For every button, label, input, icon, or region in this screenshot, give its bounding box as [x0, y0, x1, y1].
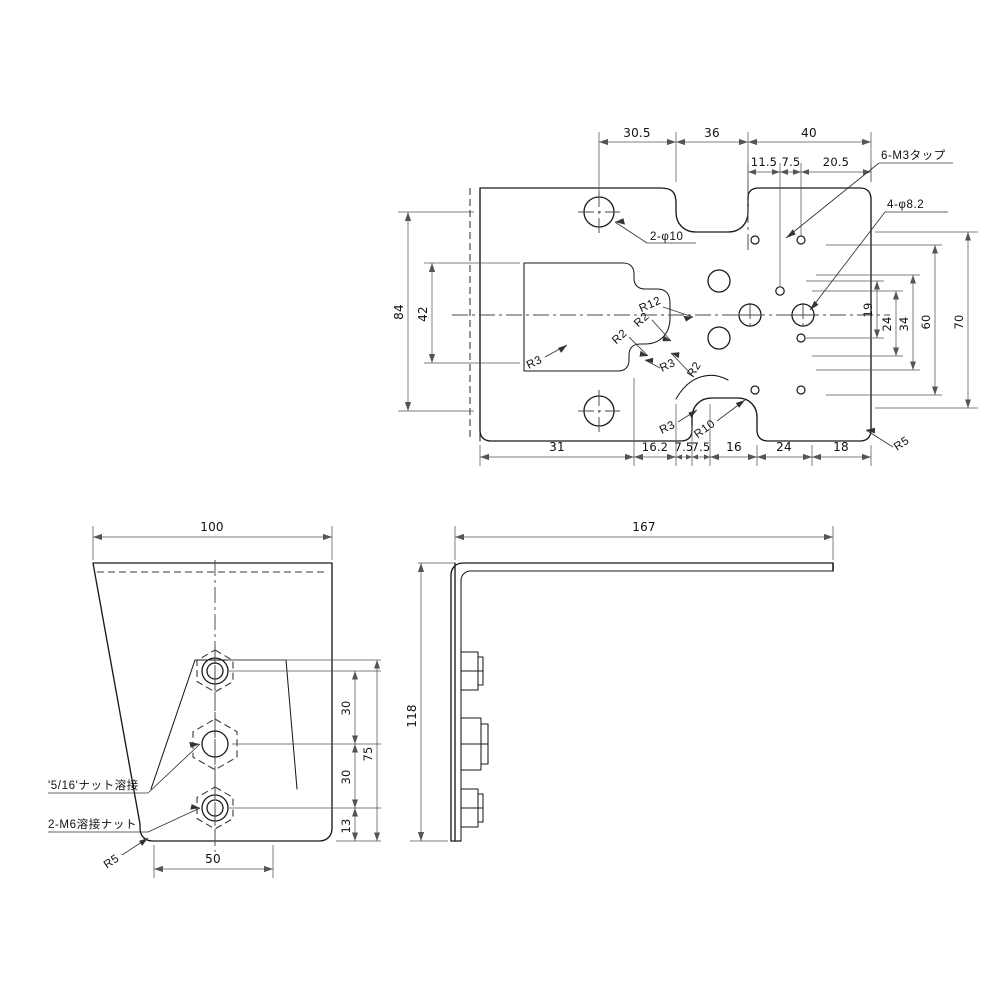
side-bracket-profile	[450, 562, 834, 842]
dim-text-24-bottom: 24	[776, 440, 792, 454]
callout-text-m6-nut: 2-M6溶接ナット	[48, 817, 137, 831]
dim-text-18: 18	[833, 440, 849, 454]
radius-text-r3-c: R3	[658, 419, 678, 437]
dim-text-70: 70	[952, 314, 966, 329]
front-weld-nut-5-16-middle	[192, 712, 238, 776]
side-section-view: 167 118	[405, 520, 834, 842]
side-dim-118: 118	[405, 563, 448, 842]
dim-text-118: 118	[405, 704, 419, 728]
dim-text-36: 36	[704, 126, 720, 140]
plan-radius-r10: R10	[692, 399, 746, 441]
front-dim-100: 100	[92, 520, 333, 560]
plan-dim-right-34: 34	[816, 274, 920, 371]
side-weld-nut-m6-upper	[460, 651, 484, 691]
callout-text-m3-tap: 6-M3タップ	[881, 149, 946, 162]
dim-text-13: 13	[339, 818, 353, 833]
front-callout-5-16-nut: '5/16'ナット溶接	[48, 741, 201, 794]
plan-dim-right-60: 60	[826, 244, 942, 396]
plan-dim-right-70: 70	[875, 231, 978, 409]
side-dim-167: 167	[454, 520, 834, 560]
plan-radius-r3-left: R3	[525, 344, 568, 372]
dim-text-20p5: 20.5	[823, 155, 849, 169]
dim-text-30-upper: 30	[339, 700, 353, 715]
dim-text-7p5-a: 7.5	[675, 440, 694, 454]
dim-text-100: 100	[200, 520, 224, 534]
callout-phi10: 2-φ10	[614, 218, 696, 244]
dim-text-34: 34	[897, 316, 911, 331]
plan-plate-outline	[479, 187, 872, 442]
top-plan-view: 30.5 36 40 11.5 7.5 20.5	[392, 126, 978, 466]
plan-radius-r3-mid: R3	[644, 357, 678, 375]
callout-phi8p2: 4-φ8.2	[809, 199, 948, 311]
front-dim-stack: 30 30 13 75	[228, 659, 381, 842]
radius-text-r5-plan: R5	[892, 435, 912, 454]
dim-text-60: 60	[919, 314, 933, 329]
radius-text-r10: R10	[692, 418, 718, 441]
front-dim-50: 50	[153, 845, 274, 878]
plan-dim-left-42: 42	[416, 262, 520, 364]
dim-text-30p5: 30.5	[623, 126, 651, 140]
dim-text-167: 167	[632, 520, 656, 534]
plan-radius-r3-bottom: R3	[658, 409, 698, 437]
radius-text-r2-a: R2	[632, 310, 652, 330]
side-weld-nut-m6-lower	[460, 788, 484, 828]
dim-text-50: 50	[205, 852, 221, 866]
plan-bend-lines	[469, 187, 481, 442]
plan-inner-contour	[523, 262, 671, 372]
dim-text-16: 16	[726, 440, 742, 454]
plan-radius-r5: R5	[865, 427, 912, 454]
side-weld-nut-5-16-middle	[460, 717, 489, 771]
plan-dim-right-19: 19	[806, 280, 884, 339]
callout-text-5-16-nut: '5/16'ナット溶接	[48, 778, 139, 792]
plan-dim-right-24: 24	[812, 290, 903, 357]
plan-bottom-relief	[675, 374, 758, 419]
dim-text-7p5-top: 7.5	[782, 155, 801, 169]
dim-text-84: 84	[392, 304, 406, 320]
plan-center-lines	[452, 180, 890, 316]
plan-hole-phi8p2-group	[707, 269, 815, 350]
dim-text-30-lower: 30	[339, 769, 353, 784]
dim-text-19: 19	[861, 302, 875, 317]
plan-hole-phi10-lower	[578, 390, 620, 432]
plan-dim-top-chain: 30.5 36 40	[598, 126, 872, 205]
radius-text-r3-a: R3	[525, 354, 545, 372]
front-elevation-view: 100 30 30 13 75	[48, 520, 381, 878]
dim-text-7p5-b: 7.5	[692, 440, 711, 454]
dim-text-11p5: 11.5	[751, 155, 777, 169]
front-radius-r5: R5	[102, 837, 149, 872]
plan-tap-m3-group	[750, 235, 806, 395]
plan-dim-top-subchain: 11.5 7.5 20.5	[747, 155, 872, 286]
dim-text-24-plan: 24	[880, 316, 894, 331]
radius-text-r2-b: R2	[610, 327, 630, 347]
plan-dim-bottom-chain: 31 16.2 7.5 7.5 16 24 18	[479, 378, 872, 466]
callout-m3-tap: 6-M3タップ	[785, 149, 953, 239]
radius-text-r3-b: R3	[658, 357, 678, 375]
callout-text-phi8p2: 4-φ8.2	[887, 199, 924, 211]
plan-dim-left-84: 84	[392, 211, 474, 412]
front-callout-m6-nut: 2-M6溶接ナット	[48, 804, 201, 833]
dim-text-16p2: 16.2	[642, 440, 668, 454]
dim-text-75: 75	[361, 746, 375, 761]
callout-text-phi10: 2-φ10	[650, 231, 683, 243]
dim-text-40: 40	[801, 126, 817, 140]
radius-text-r5-front: R5	[102, 853, 122, 872]
front-plate-outline	[92, 562, 333, 842]
dim-text-31: 31	[549, 440, 565, 454]
dim-text-42: 42	[416, 306, 430, 322]
